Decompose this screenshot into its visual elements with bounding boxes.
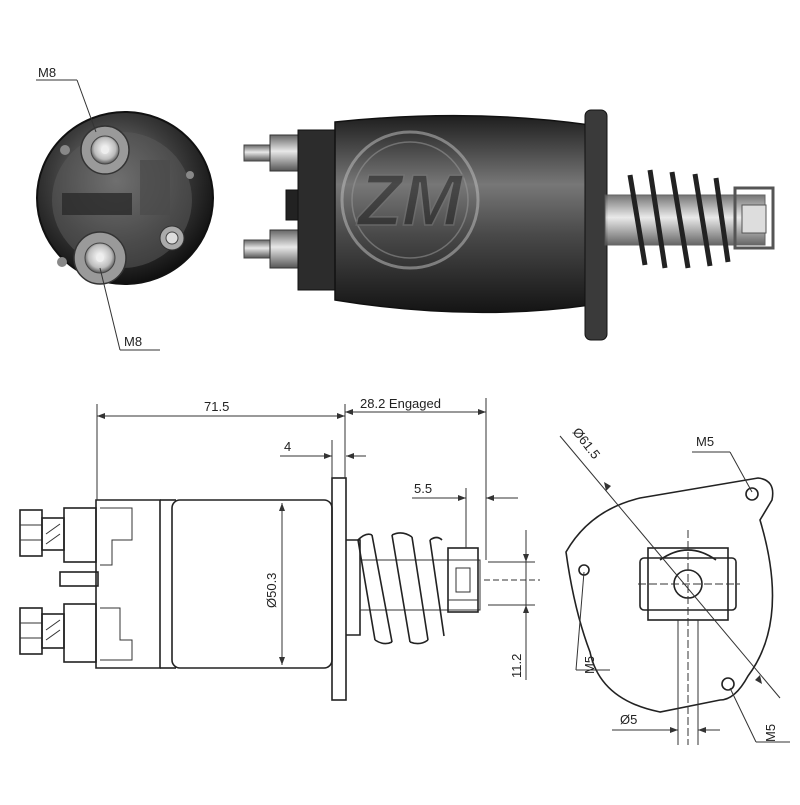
small-terminal-screw [159,225,185,251]
label-m5-left: M5 [582,656,597,674]
dim-text-28-2-engaged: 28.2 Engaged [360,396,441,411]
label-top-m8: M8 [38,65,56,80]
leader-top-m8 [76,79,97,133]
flange-outline [565,477,774,713]
terminal-stack-bottom [19,603,97,663]
dim-text-11-2: 11.2 [509,654,524,678]
dim-flange-thickness: 4 [280,439,366,478]
dim-text-5-5: 5.5 [414,481,432,496]
terminal-bolt-bottom [73,231,127,285]
label-m5-bottom: M5 [763,724,778,742]
dim-overall-length: 71.5 [96,399,346,500]
plunger-clevis [447,547,479,613]
dim-pin-diameter: Ø5 [612,712,720,733]
dim-text-71-5: 71.5 [204,399,229,414]
mount-hole-top-right [745,487,759,501]
mount-hole-bottom [721,677,735,691]
logo-text: ZM [356,161,464,241]
photo-end-view: M8 M8 [36,65,214,351]
dim-text-d5: Ø5 [620,712,637,727]
dim-text-d50-3: Ø50.3 [264,573,279,608]
solenoid-body-outline [171,499,333,669]
label-m5-top-right: M5 [696,434,714,449]
mounting-flange-photo [584,109,608,341]
dim-stroke: 5.5 [412,481,518,548]
drawing-end-view: Ø61.5 M5 M5 M5 Ø5 [559,425,790,745]
brand-logo-watermark: ZM [340,130,480,270]
return-spring-outline [357,532,445,645]
label-bottom-m8: M8 [124,334,142,349]
dim-text-4: 4 [284,439,291,454]
dim-plunger-width: 11.2 [488,530,535,680]
terminal-bolt-top [80,125,130,175]
dim-body-diameter: Ø50.3 [264,503,285,665]
drawing-side-view: 71.5 28.2 Engaged 4 5.5 Ø [19,396,540,701]
return-spring-photo [627,169,731,269]
leader-bottom-m8 [99,267,121,351]
terminal-cap-outline [95,499,161,669]
photo-side-view: ZM [243,109,775,341]
terminal-stack-top [19,507,97,563]
mounting-flange-outline [331,477,347,701]
dim-engaged-travel: 28.2 Engaged [345,396,487,560]
dim-text-d61-5: Ø61.5 [570,425,604,462]
